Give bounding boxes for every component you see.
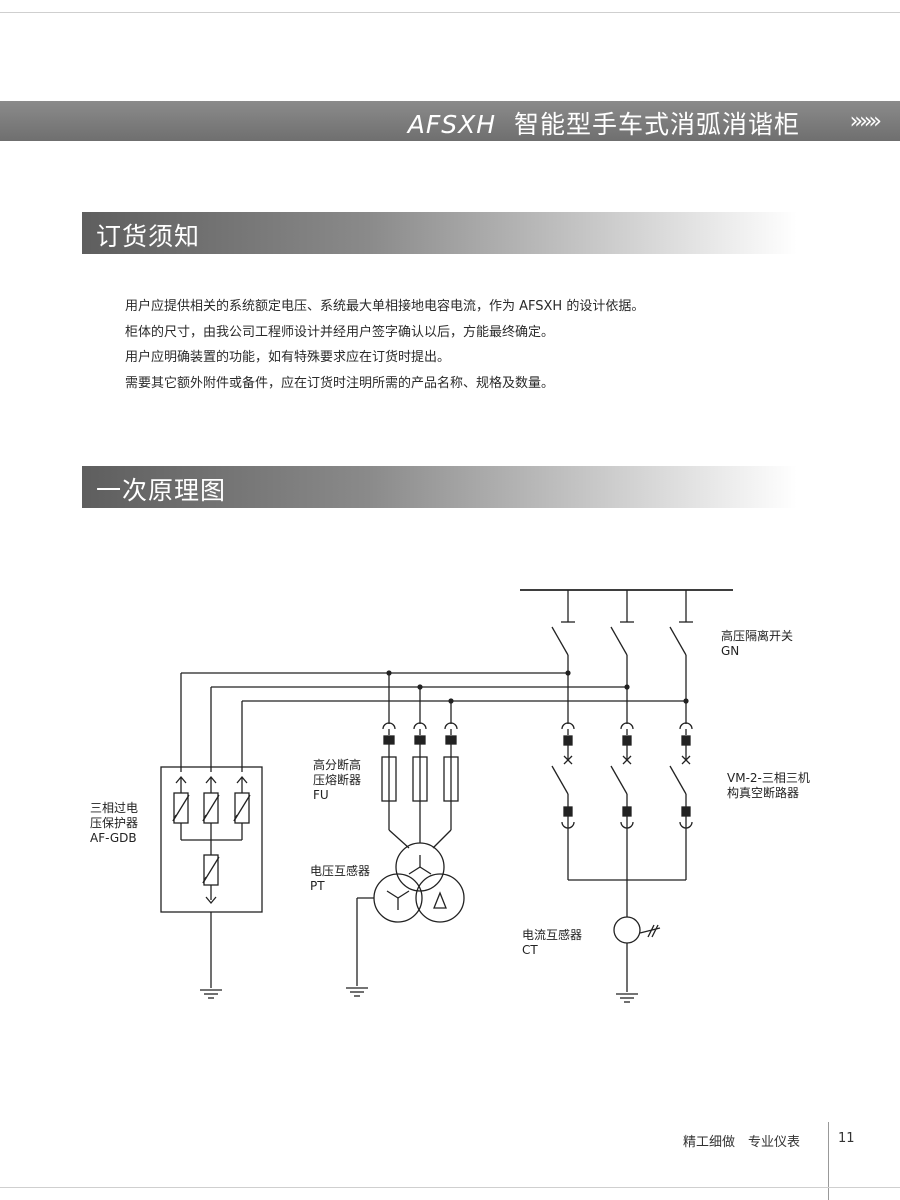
label-ct-2: CT bbox=[522, 943, 538, 957]
note-item: 柜体的尺寸，由我公司工程师设计并经用户签字确认以后，方能最终确定。 bbox=[125, 324, 555, 340]
label-gn-1: 高压隔离开关 bbox=[721, 628, 793, 643]
label-ct-1: 电流互感器 bbox=[522, 927, 582, 942]
note-item: 需要其它额外附件或备件，应在订货时注明所需的产品名称、规格及数量。 bbox=[125, 375, 555, 391]
page-number: 11 bbox=[838, 1131, 855, 1146]
top-rule bbox=[0, 12, 900, 13]
title-cn: 智能型手车式消弧消谐柜 bbox=[513, 110, 800, 139]
voltage-transformer-pt bbox=[373, 842, 465, 923]
label-pt-1: 电压互感器 bbox=[310, 863, 370, 878]
title-latin: AFSXH bbox=[407, 110, 497, 139]
label-gn-2: GN bbox=[721, 644, 739, 658]
chevron-icon: »»» bbox=[849, 109, 882, 134]
section-ordering-header: 订货须知 bbox=[82, 212, 797, 254]
ordering-notes: 用户应提供相关的系统额定电压、系统最大单相接地电容电流，作为 AFSXH 的设计… bbox=[125, 294, 644, 396]
section-ordering-title: 订货须知 bbox=[96, 222, 201, 251]
label-fu-3: FU bbox=[313, 788, 329, 802]
label-pt-2: PT bbox=[310, 879, 325, 893]
section-diagram-title: 一次原理图 bbox=[96, 476, 227, 505]
vacuum-breaker-vm bbox=[551, 722, 693, 829]
label-fu-1: 高分断高 bbox=[313, 757, 361, 772]
bottom-rule bbox=[0, 1187, 900, 1188]
overvoltage-protector-af-gdb bbox=[160, 766, 263, 913]
label-fu-2: 压熔断器 bbox=[313, 772, 361, 787]
isolating-switch-gn bbox=[551, 590, 693, 724]
junction-dots bbox=[386, 670, 689, 704]
label-af-2: 压保护器 bbox=[90, 816, 138, 830]
label-vm-2: 构真空断路器 bbox=[727, 785, 799, 800]
label-af-1: 三相过电 bbox=[90, 801, 138, 815]
fuse-fu bbox=[381, 722, 459, 802]
footer-slogan: 精工细做 专业仪表 bbox=[683, 1135, 801, 1150]
label-af-3: AF-GDB bbox=[90, 831, 137, 845]
note-item: 用户应提供相关的系统额定电压、系统最大单相接地电容电流，作为 AFSXH 的设计… bbox=[125, 299, 645, 314]
label-vm-1: VM-2-三相三机 bbox=[727, 771, 810, 785]
page-title: AFSXH 智能型手车式消弧消谐柜 bbox=[408, 105, 800, 141]
title-bar: AFSXH 智能型手车式消弧消谐柜 »»» bbox=[0, 101, 900, 141]
current-transformer-ct bbox=[613, 916, 661, 944]
section-diagram-header: 一次原理图 bbox=[82, 466, 797, 508]
note-item: 用户应明确装置的功能，如有特殊要求应在订货时提出。 bbox=[125, 350, 451, 365]
footer-divider bbox=[828, 1122, 829, 1200]
